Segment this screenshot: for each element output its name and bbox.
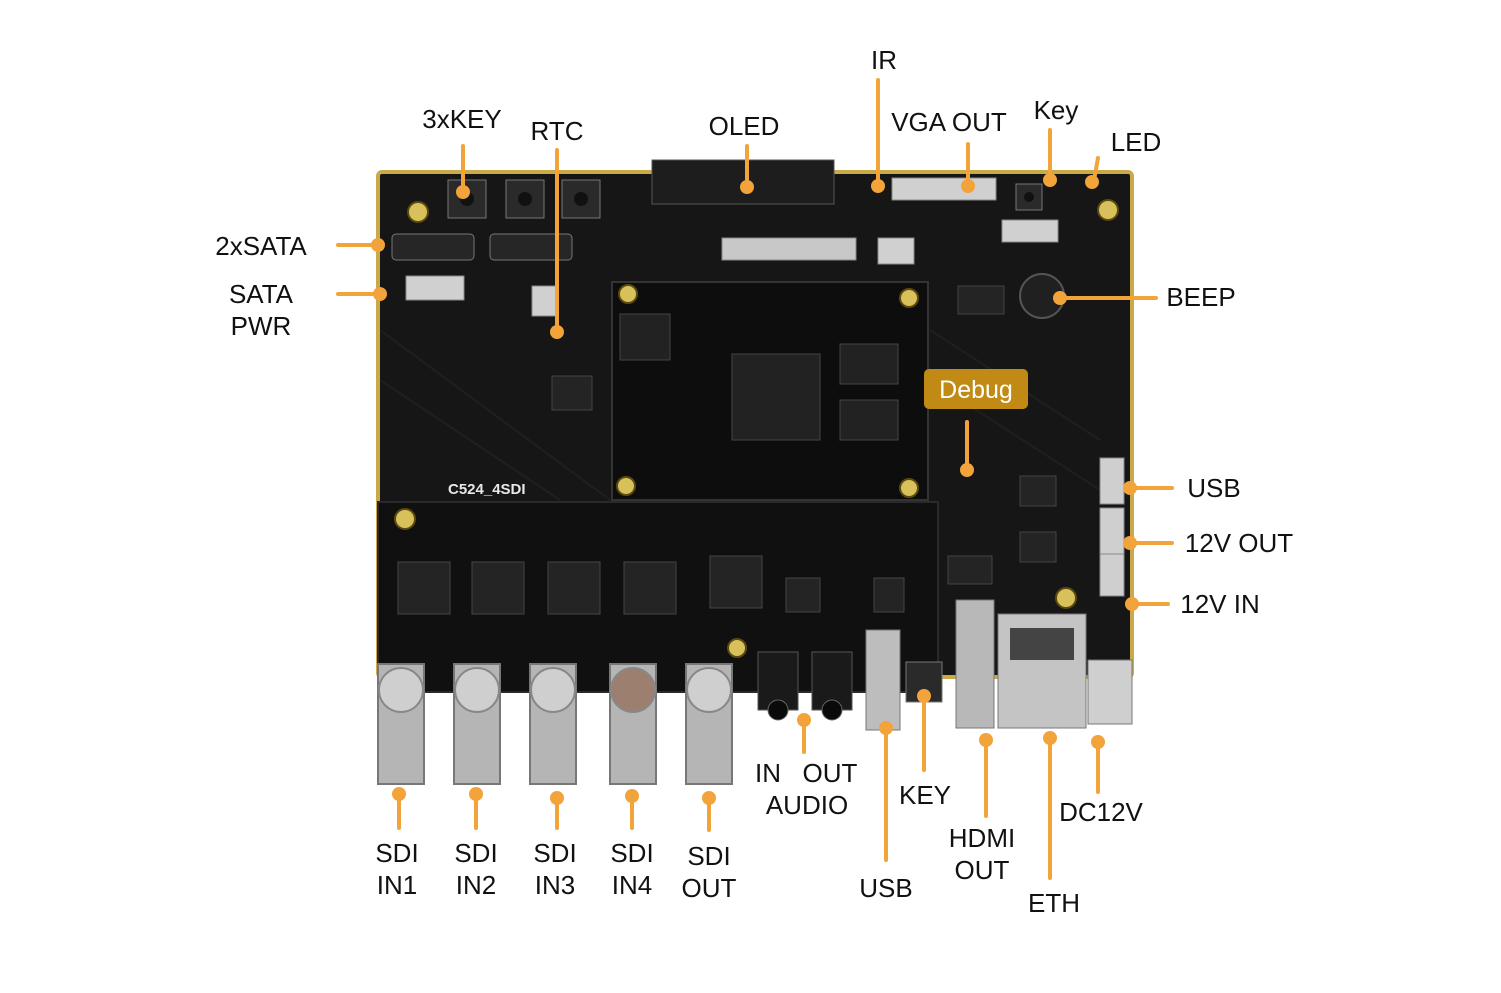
label-sdi-in4-bottom: IN4 [612,870,652,900]
label-oled: OLED [709,111,780,141]
label-audio-in: IN [755,758,781,788]
label-sdi-in1-bottom: IN1 [377,870,417,900]
label-key-top: Key [1034,95,1079,125]
label-3xkey: 3xKEY [422,104,502,134]
label-sdi-in2-bottom: IN2 [456,870,496,900]
label-usb-bottom: USB [859,873,912,903]
label-sdi-in3-bottom: IN3 [535,870,575,900]
label-sdi-in1-top: SDI [375,838,418,868]
label-sata-pwr-2: PWR [231,311,292,341]
label-sdi-out-bottom: OUT [682,873,737,903]
label-audio: AUDIO [766,790,848,820]
label-12v-in: 12V IN [1180,589,1260,619]
label-usb-right: USB [1187,473,1240,503]
label-sdi-in4-top: SDI [610,838,653,868]
label-ir: IR [871,45,897,75]
label-beep: BEEP [1166,282,1235,312]
label-12v-out: 12V OUT [1185,528,1293,558]
bnc-connectors [377,663,733,785]
board-silkscreen: C524_4SDI [448,481,526,498]
debug-badge: Debug [924,369,1028,409]
label-sdi-out-top: SDI [687,841,730,871]
label-key-bottom: KEY [899,780,951,810]
label-hdmi-top: HDMI [949,823,1015,853]
label-2xsata: 2xSATA [215,231,307,261]
label-sdi-in2-top: SDI [454,838,497,868]
label-vga-out: VGA OUT [891,107,1007,137]
debug-label: Debug [939,376,1013,404]
component-labels: 3xKEY RTC OLED IR VGA OUT Key LED 2xSATA… [215,45,1293,918]
label-led: LED [1111,127,1162,157]
label-dc12v: DC12V [1059,797,1143,827]
label-hdmi-bottom: OUT [955,855,1010,885]
leader-lines [336,78,1174,880]
label-eth: ETH [1028,888,1080,918]
pcb-board: C524_4SDI [376,159,1134,785]
label-audio-out: OUT [803,758,858,788]
label-sdi-in3-top: SDI [533,838,576,868]
label-sata-pwr-1: SATA [229,279,294,309]
label-rtc: RTC [531,116,584,146]
